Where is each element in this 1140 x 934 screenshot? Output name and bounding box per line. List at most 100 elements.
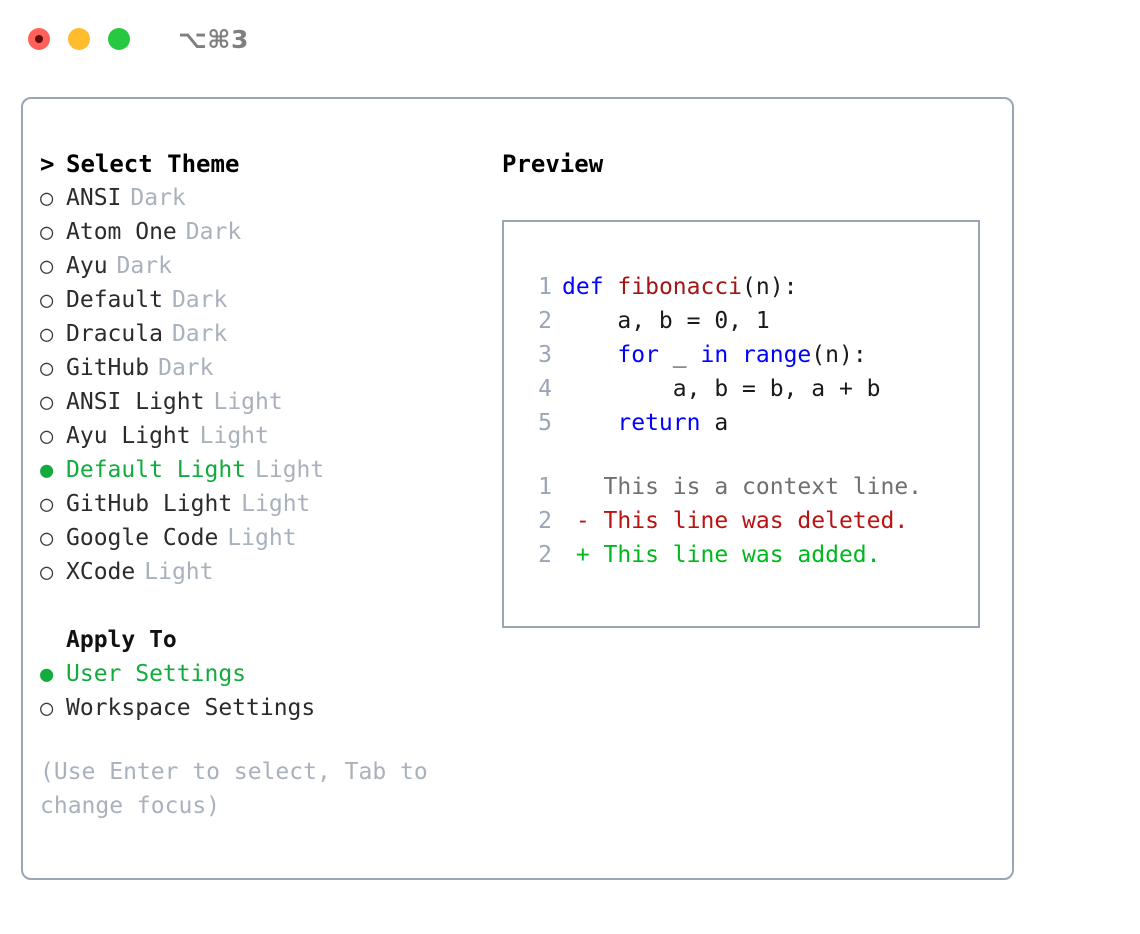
diff-line-text: + This line was added.: [562, 542, 881, 568]
code-line-number: 5: [538, 410, 552, 436]
diff-line-number: 1: [538, 474, 552, 500]
code-token: a: [700, 410, 729, 436]
theme-list-item[interactable]: ○ Atom One Dark: [40, 215, 500, 249]
diff-line-number: 2: [538, 542, 552, 568]
apply-to-label: User Settings: [66, 661, 247, 687]
theme-variant-tag: Dark: [116, 253, 172, 279]
theme-list-item[interactable]: ○ Ayu Light Light: [40, 419, 500, 453]
theme-name-label: Google Code: [66, 525, 219, 551]
radio-unselected-icon: ○: [40, 322, 54, 347]
code-token: _: [658, 342, 701, 368]
list-spacer: [40, 589, 500, 623]
code-token: range: [742, 342, 812, 368]
focus-caret-icon: >: [40, 150, 55, 178]
theme-variant-tag: Dark: [171, 287, 228, 313]
diff-line-number: 2: [538, 508, 552, 534]
section-title-apply-to: Apply To: [66, 627, 177, 653]
code-token: [728, 342, 742, 368]
apply-to-item[interactable]: ● User Settings: [40, 657, 500, 691]
keyboard-shortcut-label: ⌥⌘3: [178, 24, 249, 54]
code-token: [562, 342, 617, 368]
theme-name-label: Default Light: [66, 457, 247, 483]
theme-list-item[interactable]: ● Default Light Light: [40, 453, 500, 487]
code-line: 2 a, b = 0, 1: [522, 304, 978, 338]
radio-selected-icon: ●: [40, 662, 54, 687]
section-title-select-theme: > Select Theme: [40, 147, 500, 181]
code-line-number: 4: [538, 376, 552, 402]
theme-variant-tag: Light: [199, 423, 269, 449]
theme-name-label: GitHub: [66, 355, 150, 381]
section-title-label: Select Theme: [66, 150, 240, 178]
theme-variant-tag: Light: [144, 559, 214, 585]
code-token: return: [617, 410, 701, 436]
radio-unselected-icon: ○: [40, 220, 54, 245]
radio-unselected-icon: ○: [40, 356, 54, 381]
code-token: a, b = 0, 1: [562, 308, 770, 334]
code-line: 4 a, b = b, a + b: [522, 372, 978, 406]
radio-unselected-icon: ○: [40, 696, 54, 721]
radio-unselected-icon: ○: [40, 526, 54, 551]
theme-list-item[interactable]: ○ Google Code Light: [40, 521, 500, 555]
minimize-window-button[interactable]: [68, 28, 90, 50]
apply-to-label: Workspace Settings: [66, 695, 316, 721]
theme-variant-tag: Light: [255, 457, 325, 483]
code-token: def: [562, 274, 604, 300]
theme-name-label: Ayu: [66, 253, 108, 279]
theme-name-label: Default: [66, 287, 163, 313]
radio-unselected-icon: ○: [40, 186, 54, 211]
theme-list-item[interactable]: ○ Ayu Dark: [40, 249, 500, 283]
close-icon: [35, 35, 43, 43]
radio-selected-icon: ●: [40, 458, 54, 483]
theme-name-label: ANSI Light: [66, 389, 205, 415]
code-token: fibonacci: [617, 274, 743, 300]
theme-name-label: Atom One: [66, 219, 177, 245]
theme-list-item[interactable]: ○ Default Dark: [40, 283, 500, 317]
apply-to-list: ● User Settings ○ Workspace Settings: [40, 657, 500, 725]
code-line: 3 for _ in range(n):: [522, 338, 978, 372]
code-token: [562, 410, 617, 436]
title-bar: ⌥⌘3: [0, 0, 1140, 78]
theme-list-item[interactable]: ○ GitHub Light Light: [40, 487, 500, 521]
theme-variant-tag: Light: [241, 491, 311, 517]
diff-line: 2 - This line was deleted.: [522, 504, 978, 538]
radio-unselected-icon: ○: [40, 390, 54, 415]
diff-line: 2 + This line was added.: [522, 538, 978, 572]
theme-list-item[interactable]: ○ GitHub Dark: [40, 351, 500, 385]
theme-variant-tag: Dark: [158, 355, 214, 381]
diff-line-text: - This line was deleted.: [562, 508, 909, 534]
radio-unselected-icon: ○: [40, 492, 54, 517]
theme-name-label: Ayu Light: [66, 423, 191, 449]
radio-unselected-icon: ○: [40, 560, 54, 585]
radio-unselected-icon: ○: [40, 254, 54, 279]
theme-variant-tag: Light: [227, 525, 297, 551]
theme-variant-tag: Dark: [185, 219, 242, 245]
close-window-button[interactable]: [28, 28, 50, 50]
theme-name-label: ANSI: [66, 185, 122, 211]
code-line-number: 2: [538, 308, 552, 334]
diff-line-text: This is a context line.: [562, 474, 923, 500]
theme-variant-tag: Dark: [171, 321, 228, 347]
theme-name-label: GitHub Light: [66, 491, 233, 517]
preview-gap: [522, 440, 978, 470]
radio-unselected-icon: ○: [40, 424, 54, 449]
code-line-number: 1: [538, 274, 552, 300]
zoom-window-button[interactable]: [108, 28, 130, 50]
code-token: in: [700, 342, 729, 368]
theme-name-label: Dracula: [66, 321, 163, 347]
preview-heading: Preview: [502, 150, 604, 178]
radio-unselected-icon: ○: [40, 288, 54, 313]
code-line-number: 3: [538, 342, 552, 368]
code-token: [604, 274, 618, 300]
theme-list-item[interactable]: ○ Dracula Dark: [40, 317, 500, 351]
apply-to-item[interactable]: ○ Workspace Settings: [40, 691, 500, 725]
